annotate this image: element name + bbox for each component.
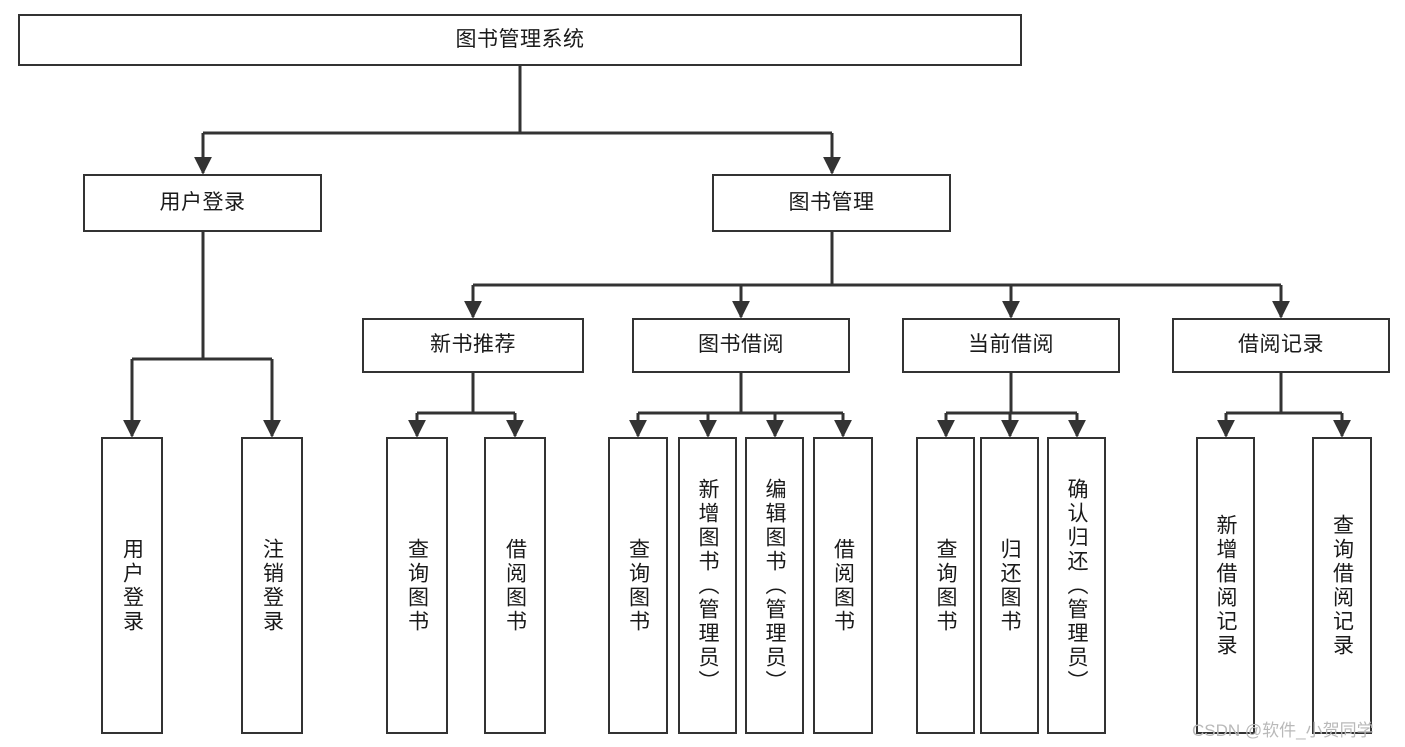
leaf-edit-book-admin[interactable]: 编辑图书（管理员）: [745, 437, 804, 734]
leaf-query-borrow-record[interactable]: 查询借阅记录: [1312, 437, 1372, 734]
node-book-borrow-label: 图书借阅: [698, 333, 784, 357]
leaf-add-book-admin-label: 新增图书（管理员）: [696, 477, 719, 694]
leaf-user-login-label: 用户登录: [120, 537, 144, 634]
leaf-logout[interactable]: 注销登录: [241, 437, 303, 734]
node-book-management[interactable]: 图书管理: [712, 174, 951, 232]
leaf-edit-book-admin-label: 编辑图书（管理员）: [763, 477, 786, 694]
leaf-borrow-book[interactable]: 借阅图书: [813, 437, 873, 734]
leaf-return-book[interactable]: 归还图书: [980, 437, 1039, 734]
leaf-confirm-return-admin[interactable]: 确认归还（管理员）: [1047, 437, 1106, 734]
node-current-borrow-label: 当前借阅: [968, 333, 1054, 357]
node-user-login-label: 用户登录: [159, 190, 246, 214]
leaf-query-borrow-record-label: 查询借阅记录: [1330, 513, 1354, 658]
leaf-borrow-book-label: 借阅图书: [831, 537, 855, 634]
node-book-borrow[interactable]: 图书借阅: [632, 318, 850, 373]
leaf-borrow-book-rec[interactable]: 借阅图书: [484, 437, 546, 734]
leaf-user-login[interactable]: 用户登录: [101, 437, 163, 734]
node-current-borrow[interactable]: 当前借阅: [902, 318, 1120, 373]
leaf-query-book-borrow-label: 查询图书: [626, 537, 650, 634]
node-book-management-label: 图书管理: [788, 190, 875, 214]
node-borrow-record[interactable]: 借阅记录: [1172, 318, 1390, 373]
node-new-book-recommend-label: 新书推荐: [430, 333, 516, 357]
node-user-login[interactable]: 用户登录: [83, 174, 322, 232]
leaf-add-book-admin[interactable]: 新增图书（管理员）: [678, 437, 737, 734]
leaf-query-book-rec-label: 查询图书: [405, 537, 429, 634]
leaf-query-book-current-label: 查询图书: [934, 537, 957, 634]
leaf-borrow-book-rec-label: 借阅图书: [503, 537, 527, 634]
node-new-book-recommend[interactable]: 新书推荐: [362, 318, 584, 373]
leaf-logout-label: 注销登录: [260, 537, 284, 634]
leaf-add-borrow-record[interactable]: 新增借阅记录: [1196, 437, 1255, 734]
node-root[interactable]: 图书管理系统: [18, 14, 1022, 66]
leaf-query-book-current[interactable]: 查询图书: [916, 437, 975, 734]
leaf-query-book-rec[interactable]: 查询图书: [386, 437, 448, 734]
leaf-confirm-return-admin-label: 确认归还（管理员）: [1065, 477, 1088, 694]
watermark-text: CSDN @软件_小贺同学: [1192, 721, 1374, 740]
leaf-return-book-label: 归还图书: [998, 537, 1021, 634]
node-borrow-record-label: 借阅记录: [1238, 333, 1324, 357]
leaf-query-book-borrow[interactable]: 查询图书: [608, 437, 668, 734]
node-root-label: 图书管理系统: [455, 27, 585, 51]
leaf-add-borrow-record-label: 新增借阅记录: [1214, 513, 1237, 658]
